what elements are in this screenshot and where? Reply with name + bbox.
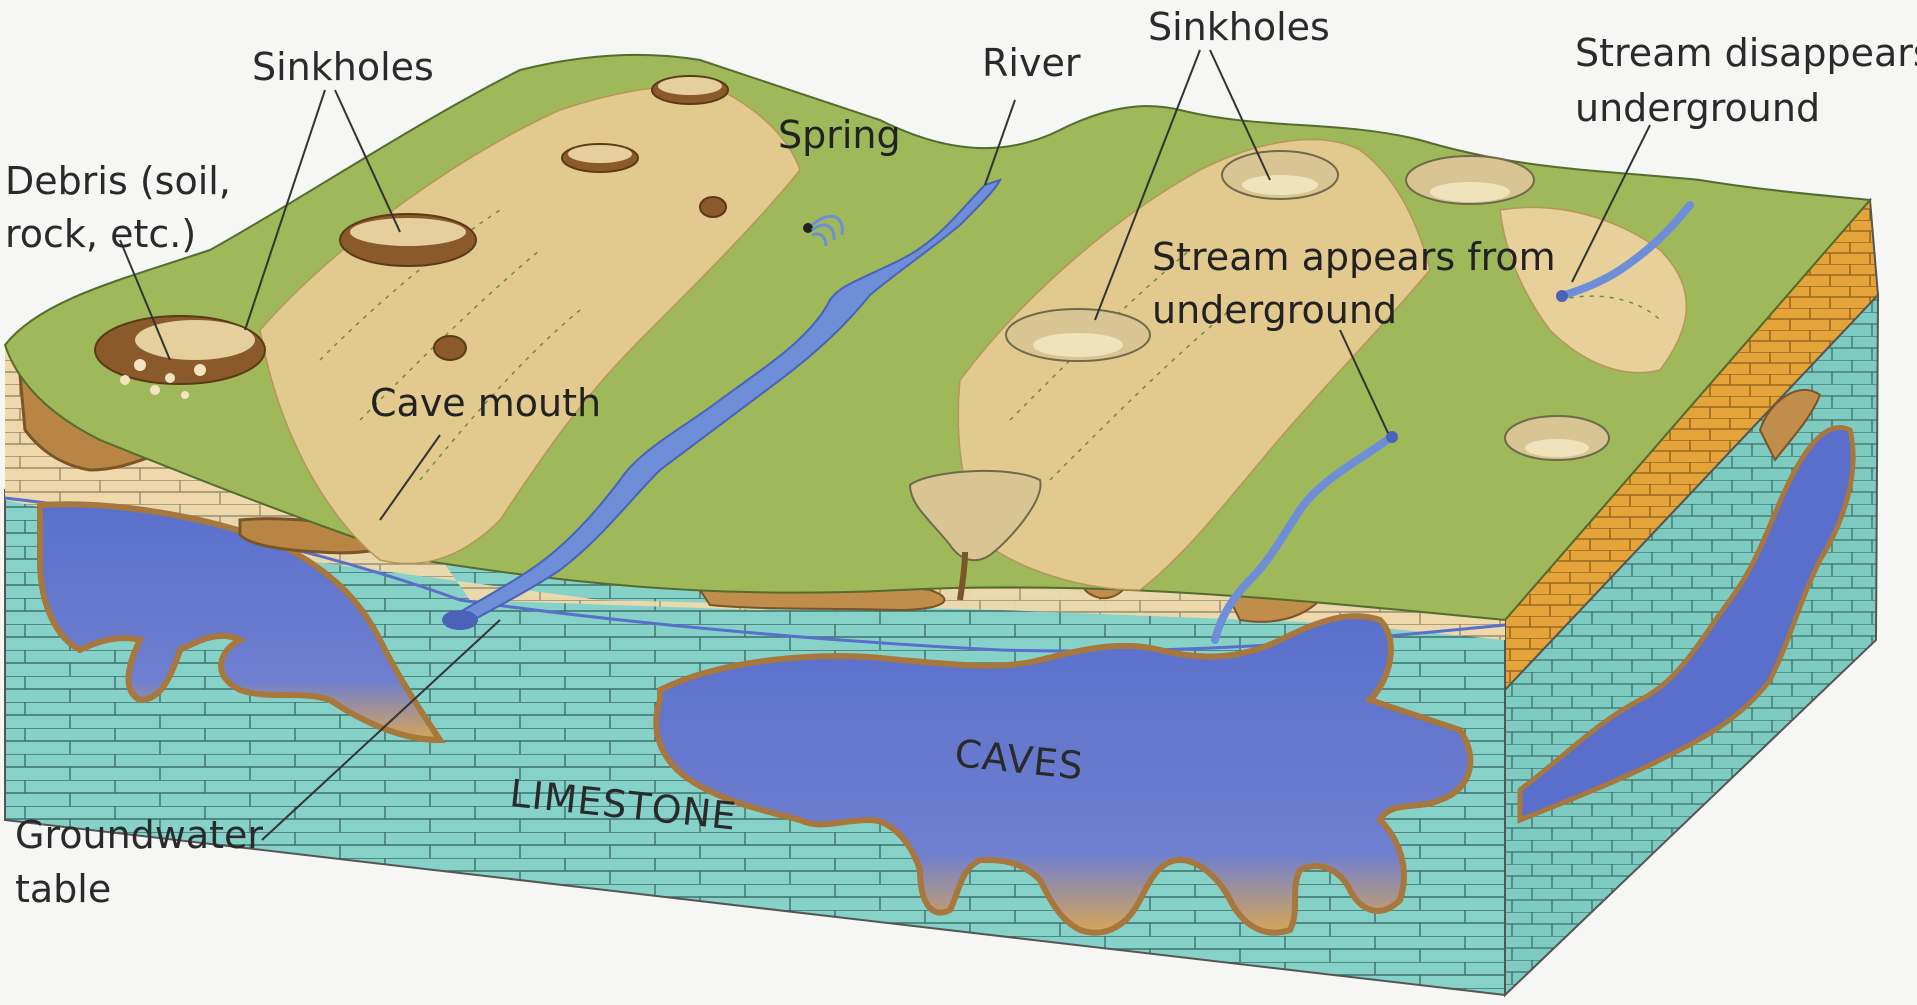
sinkhole	[562, 144, 638, 172]
sinkhole	[340, 214, 476, 266]
label-groundwater-line1: Groundwater	[15, 808, 263, 862]
label-stream-disappears-line1: Stream disappears	[1575, 26, 1917, 80]
label-debris-line1: Debris (soil,	[5, 154, 231, 208]
sinkhole	[1222, 151, 1338, 199]
sinkhole	[1006, 309, 1150, 361]
label-cave-mouth: Cave mouth	[370, 376, 601, 430]
label-spring: Spring	[778, 108, 901, 162]
label-sinkholes-left: Sinkholes	[252, 40, 434, 94]
label-stream-disappears-line2: underground	[1575, 81, 1820, 135]
label-sinkholes-right: Sinkholes	[1148, 0, 1330, 54]
label-river: River	[982, 36, 1080, 90]
label-groundwater-line2: table	[15, 862, 111, 916]
sinkhole	[1406, 156, 1534, 204]
sinkhole	[652, 76, 728, 104]
sinkhole	[1505, 416, 1609, 460]
label-stream-appears-line1: Stream appears from	[1152, 230, 1556, 284]
label-debris-line2: rock, etc.)	[5, 207, 196, 261]
label-stream-appears-line2: underground	[1152, 283, 1397, 337]
